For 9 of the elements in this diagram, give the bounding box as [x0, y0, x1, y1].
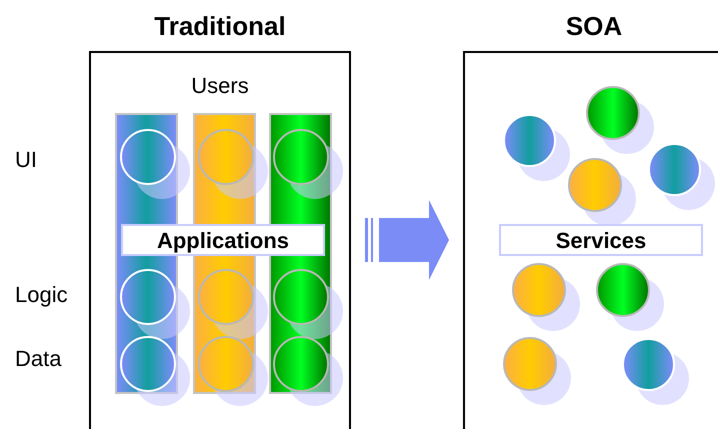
- layer-label: Data: [15, 345, 62, 373]
- panel-heading: Traditional: [153, 10, 287, 43]
- transition-arrow: [365, 200, 449, 280]
- layer-label: Logic: [15, 281, 68, 309]
- label-banner: Applications: [121, 224, 325, 256]
- layer-heading: Users: [190, 72, 250, 100]
- panel-heading: SOA: [564, 10, 624, 43]
- layer-label: UI: [15, 146, 37, 174]
- label-banner: Services: [499, 224, 703, 256]
